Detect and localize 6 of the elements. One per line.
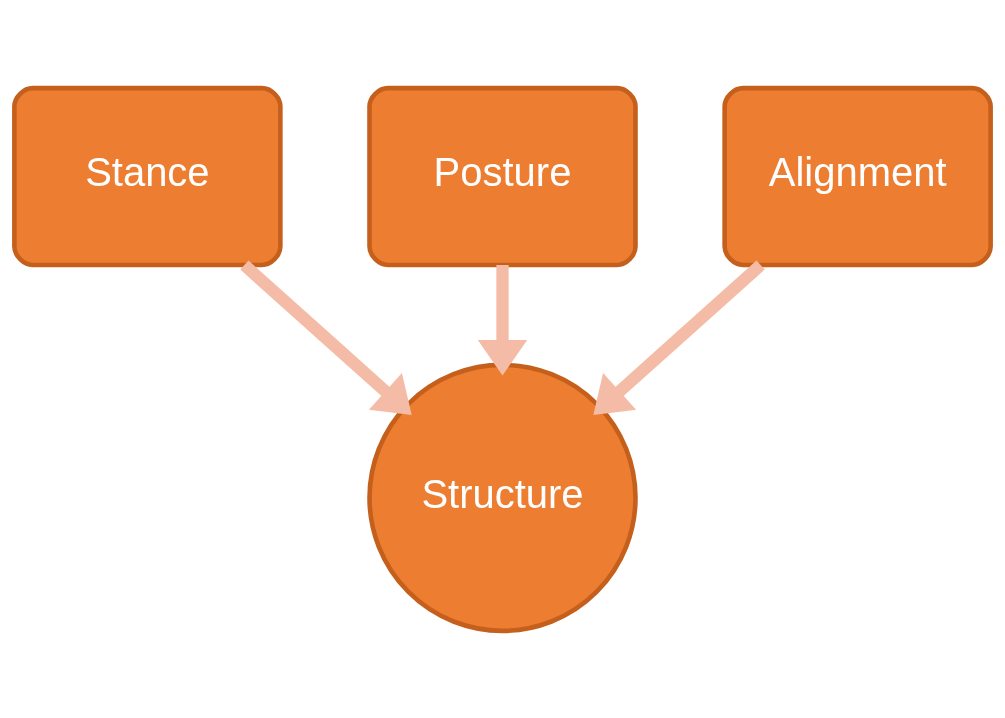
node-box: Alignment bbox=[722, 85, 993, 267]
arrow bbox=[593, 259, 765, 415]
node-box: Posture bbox=[367, 85, 638, 267]
arrow bbox=[240, 259, 412, 415]
arrow bbox=[477, 264, 528, 375]
node-box: Stance bbox=[12, 85, 283, 267]
